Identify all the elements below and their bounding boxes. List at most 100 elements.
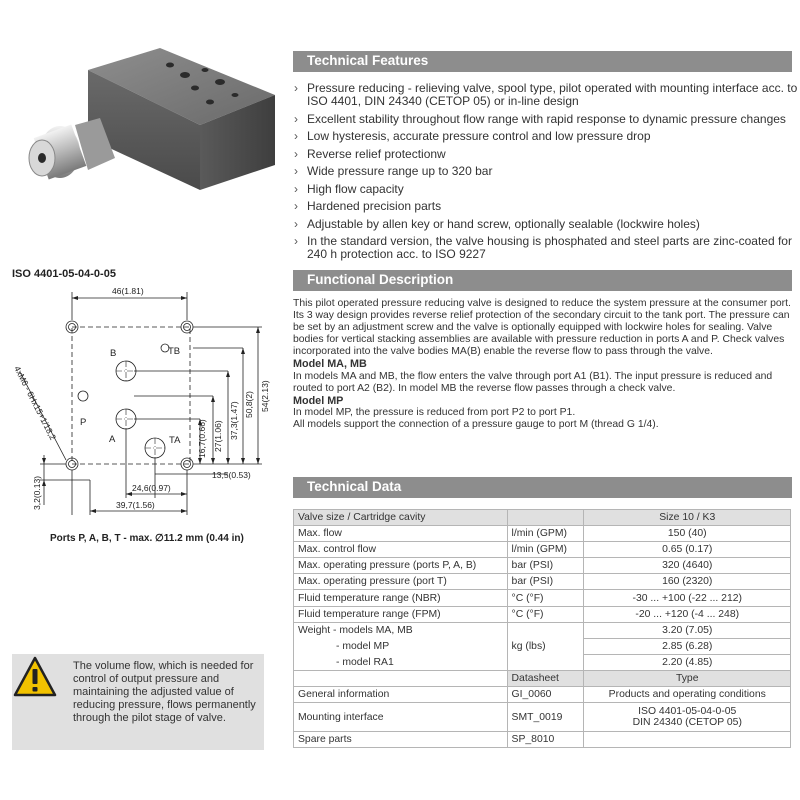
table-cell bbox=[293, 669, 508, 688]
table-cell: kg (lbs) bbox=[506, 621, 585, 671]
dim-label: 27(1.06) bbox=[213, 420, 223, 452]
warning-icon bbox=[13, 656, 57, 697]
thread-label: 4xM6 - 6Hx15+1/18,2 bbox=[12, 364, 58, 441]
functional-description-header: Functional Description bbox=[293, 270, 792, 291]
table-cell: 0.65 (0.17) bbox=[583, 541, 791, 559]
table-cell: -30 ... +100 (-22 ... 212) bbox=[583, 589, 791, 607]
dim-label: 54(2.13) bbox=[260, 380, 270, 412]
table-row: Spare parts SP_8010 bbox=[293, 731, 791, 749]
table-cell: Fluid temperature range (NBR) bbox=[293, 589, 508, 607]
plate-outline bbox=[71, 326, 191, 465]
dim-label: 39,7(1.56) bbox=[116, 500, 155, 510]
functional-intro: This pilot operated pressure reducing va… bbox=[293, 298, 791, 358]
model-mp-text: In model MP, the pressure is reduced fro… bbox=[293, 406, 576, 418]
table-cell: Size 10 / K3 bbox=[583, 508, 791, 527]
dim-label: 24,6(0.97) bbox=[132, 483, 171, 493]
feature-item: ›Wide pressure range up to 320 bar bbox=[294, 164, 493, 178]
dim-label: 16,7(0.66) bbox=[197, 419, 207, 458]
table-cell: Max. flow bbox=[293, 525, 508, 543]
feature-item: ›Low hysteresis, accurate pressure contr… bbox=[294, 129, 651, 143]
table-row: General information GI_0060 Products and… bbox=[293, 686, 791, 704]
feature-item: ›In the standard version, the valve hous… bbox=[294, 234, 792, 261]
port-label-b: B bbox=[110, 348, 116, 359]
dim-label: 46(1.81) bbox=[112, 286, 144, 296]
ports-caption: Ports P, A, B, T - max. ∅11.2 mm (0.44 i… bbox=[50, 533, 244, 544]
feature-item: ›High flow capacity bbox=[294, 181, 404, 196]
mounting-hole bbox=[65, 320, 79, 334]
dim-label: 50,8(2) bbox=[244, 391, 254, 418]
table-cell: Fluid temperature range (FPM) bbox=[293, 605, 508, 623]
table-cell: Max. control flow bbox=[293, 541, 508, 559]
table-cell: 150 (40) bbox=[583, 525, 791, 543]
table-cell: Max. operating pressure (ports P, A, B) bbox=[293, 557, 508, 575]
functional-description-title: Functional Description bbox=[307, 272, 454, 287]
table-cell: 2.85 (6.28) bbox=[583, 637, 791, 655]
model-ma-heading: Model MA, MB bbox=[293, 358, 367, 371]
features-list: ›Pressure reducing - relieving valve, sp… bbox=[293, 82, 798, 266]
table-cell: Type bbox=[583, 669, 791, 688]
port-label-a: A bbox=[109, 434, 116, 445]
table-cell: l/min (GPM) bbox=[506, 525, 585, 543]
table-cell: Weight - models MA, MB bbox=[293, 621, 508, 639]
table-row: Max. operating pressure (ports P, A, B) … bbox=[293, 557, 791, 575]
port-label-p: P bbox=[80, 417, 86, 428]
table-cell bbox=[583, 731, 791, 749]
table-row: Max. operating pressure (port T) bar (PS… bbox=[293, 573, 791, 591]
port-label-tb: TB bbox=[168, 346, 180, 357]
table-row: - model MP 2.85 (6.28) bbox=[293, 637, 791, 655]
port-p bbox=[77, 390, 89, 402]
port-label-ta: TA bbox=[169, 435, 181, 446]
dim-label: 37,3(1.47) bbox=[229, 401, 239, 440]
model-mp-heading: Model MP bbox=[293, 394, 344, 407]
table-cell: 160 (2320) bbox=[583, 573, 791, 591]
table-cell: l/min (GPM) bbox=[506, 541, 585, 559]
table-row: Max. control flow l/min (GPM) 0.65 (0.17… bbox=[293, 541, 791, 559]
table-row: Valve size / Cartridge cavity Size 10 / … bbox=[293, 508, 791, 527]
table-cell: °C (°F) bbox=[506, 589, 585, 607]
feature-item: ›Excellent stability throughout flow ran… bbox=[294, 111, 786, 126]
table-row: Mounting interface SMT_0019 ISO 4401-05-… bbox=[293, 702, 791, 733]
table-cell: Spare parts bbox=[293, 731, 508, 749]
drawing-title: ISO 4401-05-04-0-05 bbox=[12, 268, 116, 280]
table-cell: bar (PSI) bbox=[506, 573, 585, 591]
dim-label: 13,5(0.53) bbox=[212, 470, 251, 480]
model-ma-text: In models MA and MB, the flow enters the… bbox=[293, 370, 773, 394]
feature-item: ›Adjustable by allen key or hand screw, … bbox=[294, 216, 700, 231]
table-cell: Products and operating conditions bbox=[583, 686, 791, 704]
table-cell: Valve size / Cartridge cavity bbox=[293, 508, 508, 527]
gauge-text: All models support the connection of a p… bbox=[293, 418, 659, 430]
table-cell: Datasheet bbox=[506, 669, 585, 688]
table-cell: ISO 4401-05-04-0-05 DIN 24340 (CETOP 05) bbox=[583, 702, 791, 733]
feature-item: ›Hardened precision parts bbox=[294, 199, 442, 213]
table-cell: SP_8010 bbox=[506, 731, 585, 749]
table-row: Datasheet Type bbox=[293, 669, 791, 688]
table-cell: °C (°F) bbox=[506, 605, 585, 623]
table-cell-line: ISO 4401-05-04-0-05 bbox=[638, 706, 737, 718]
technical-features-header: Technical Features bbox=[293, 51, 792, 72]
table-row: Max. flow l/min (GPM) 150 (40) bbox=[293, 525, 791, 543]
port-tb bbox=[160, 343, 170, 353]
table-cell-line: DIN 24340 (CETOP 05) bbox=[632, 717, 742, 729]
dim-label: 3,2(0.13) bbox=[32, 476, 42, 510]
table-row: Fluid temperature range (FPM) °C (°F) -2… bbox=[293, 605, 791, 623]
table-cell: GI_0060 bbox=[506, 686, 585, 704]
table-cell: Mounting interface bbox=[293, 702, 508, 733]
table-cell: - model RA1 bbox=[293, 654, 508, 671]
table-row: Weight - models MA, MB kg (lbs) 3.20 (7.… bbox=[293, 621, 791, 671]
technical-features-title: Technical Features bbox=[307, 53, 429, 68]
warning-box bbox=[12, 654, 264, 750]
table-cell: 320 (4640) bbox=[583, 557, 791, 575]
valve-product-image bbox=[28, 48, 275, 190]
table-cell: General information bbox=[293, 686, 508, 704]
technical-data-table: Valve size / Cartridge cavity Size 10 / … bbox=[293, 508, 791, 749]
technical-data-title: Technical Data bbox=[307, 479, 402, 494]
table-cell bbox=[506, 508, 585, 527]
warning-text: The volume flow, which is needed for con… bbox=[73, 660, 256, 724]
table-cell: 3.20 (7.05) bbox=[583, 621, 791, 639]
feature-item: ›Pressure reducing - relieving valve, sp… bbox=[294, 81, 798, 108]
table-cell: 2.20 (4.85) bbox=[583, 653, 791, 671]
functional-description-body: This pilot operated pressure reducing va… bbox=[293, 298, 793, 431]
table-cell: bar (PSI) bbox=[506, 557, 585, 575]
table-cell: -20 ... +120 (-4 ... 248) bbox=[583, 605, 791, 623]
technical-data-header: Technical Data bbox=[293, 477, 792, 498]
